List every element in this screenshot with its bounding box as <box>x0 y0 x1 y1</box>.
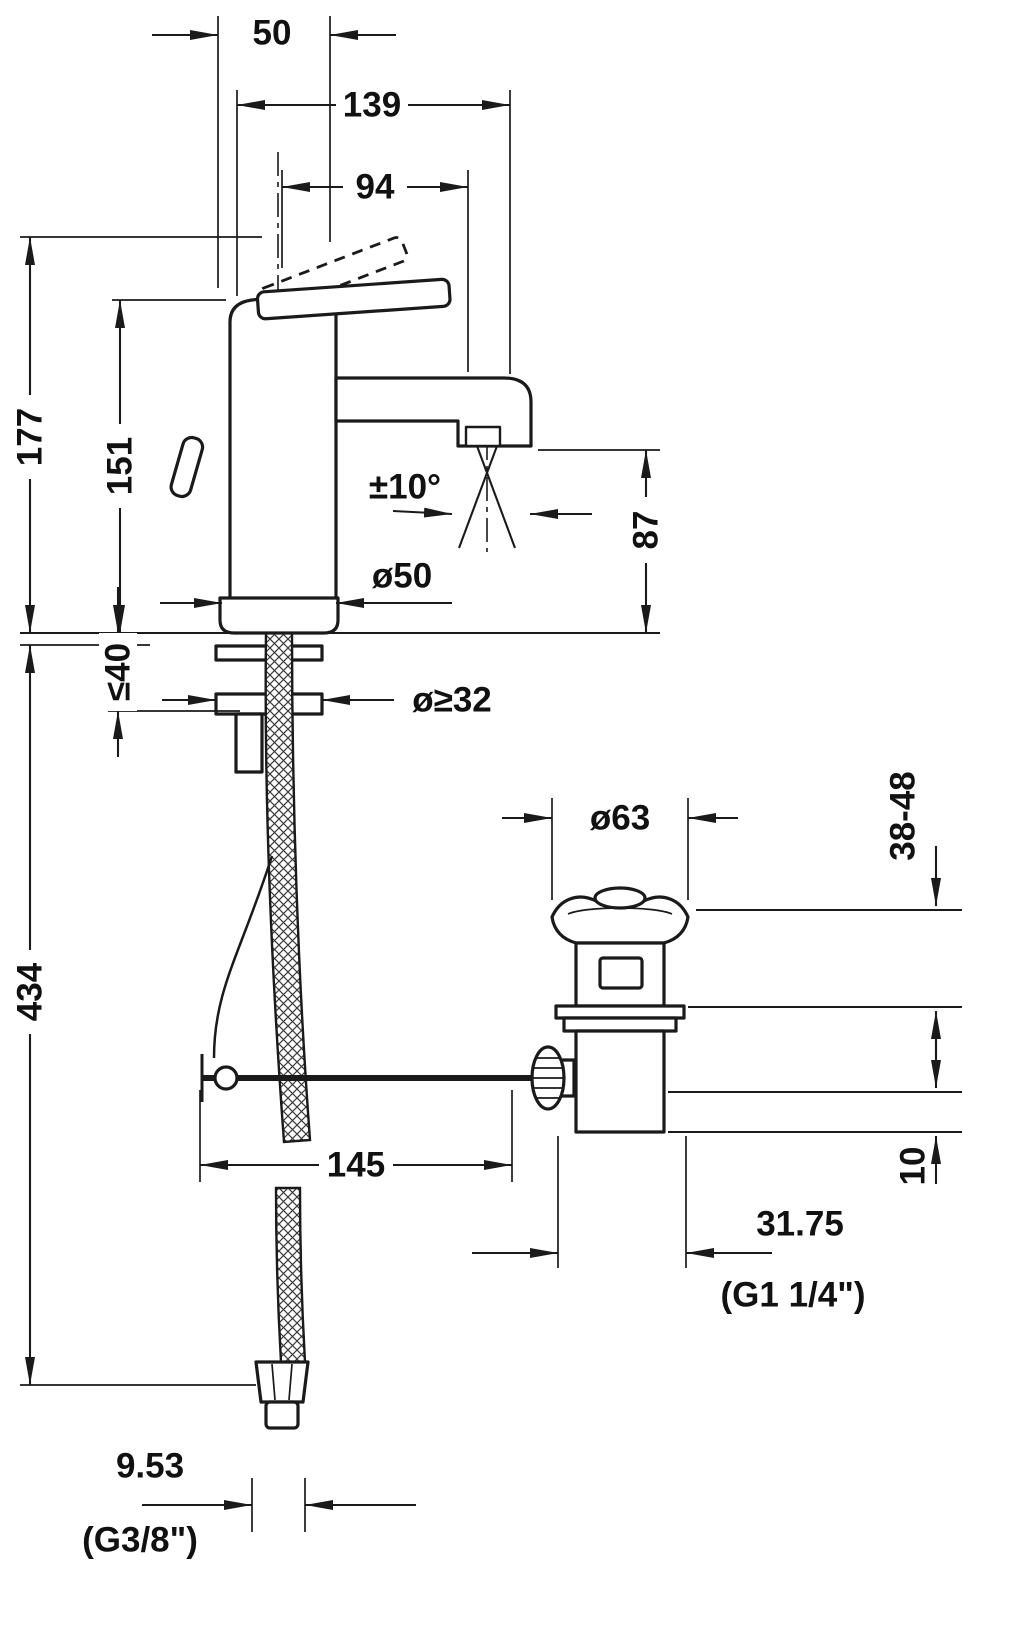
faucet-body <box>169 236 533 635</box>
dim-clamp-range: 38-48 <box>884 771 923 861</box>
dim-spray-angle: ±10° <box>369 468 441 507</box>
aerator <box>464 425 502 448</box>
dim-supply-thread: (G3/8") <box>82 1521 198 1560</box>
drain-flange <box>550 895 690 945</box>
lever-handle <box>255 277 452 321</box>
pop-up-pull-knob <box>169 435 205 499</box>
spray-angle-lines <box>458 445 516 549</box>
dim-hose-length: 434 <box>11 962 50 1021</box>
dim-hole-diameter: ø≥32 <box>412 681 492 720</box>
faucet-base <box>218 596 340 635</box>
drain-tailpiece <box>574 1029 666 1134</box>
dim-supply-thread-mm: 9.53 <box>116 1447 184 1486</box>
overflow-slot <box>598 956 644 990</box>
hose-connector-nut <box>254 1360 310 1404</box>
pop-up-linkage <box>200 855 550 1102</box>
dim-handle-width: 50 <box>253 14 292 53</box>
dim-total-height: 177 <box>11 408 50 466</box>
dim-spout-reach: 139 <box>343 86 401 125</box>
dim-drain-thread-mm: 31.75 <box>756 1205 844 1244</box>
dim-base-diameter: ø50 <box>372 557 432 596</box>
supply-hose <box>254 631 312 1430</box>
dim-rod-length: 145 <box>327 1146 385 1185</box>
spout <box>334 376 533 448</box>
dim-drain-diameter: ø63 <box>590 799 650 838</box>
drain-cap <box>593 886 647 910</box>
dim-max-deck-thickness: ≤40 <box>99 643 138 701</box>
dim-drain-offset: 10 <box>894 1147 933 1186</box>
dimension-annotations: 50 139 94 177 151 ≤40 434 87 38-48 10 <box>9 14 962 1560</box>
dim-spout-projection: 94 <box>356 168 395 207</box>
dim-outlet-height: 87 <box>627 511 666 550</box>
drain-assembly <box>530 886 690 1134</box>
linkage-ball-joint <box>213 1065 239 1091</box>
dim-body-height: 151 <box>101 437 140 495</box>
dim-drain-thread: (G1 1/4") <box>721 1276 866 1315</box>
